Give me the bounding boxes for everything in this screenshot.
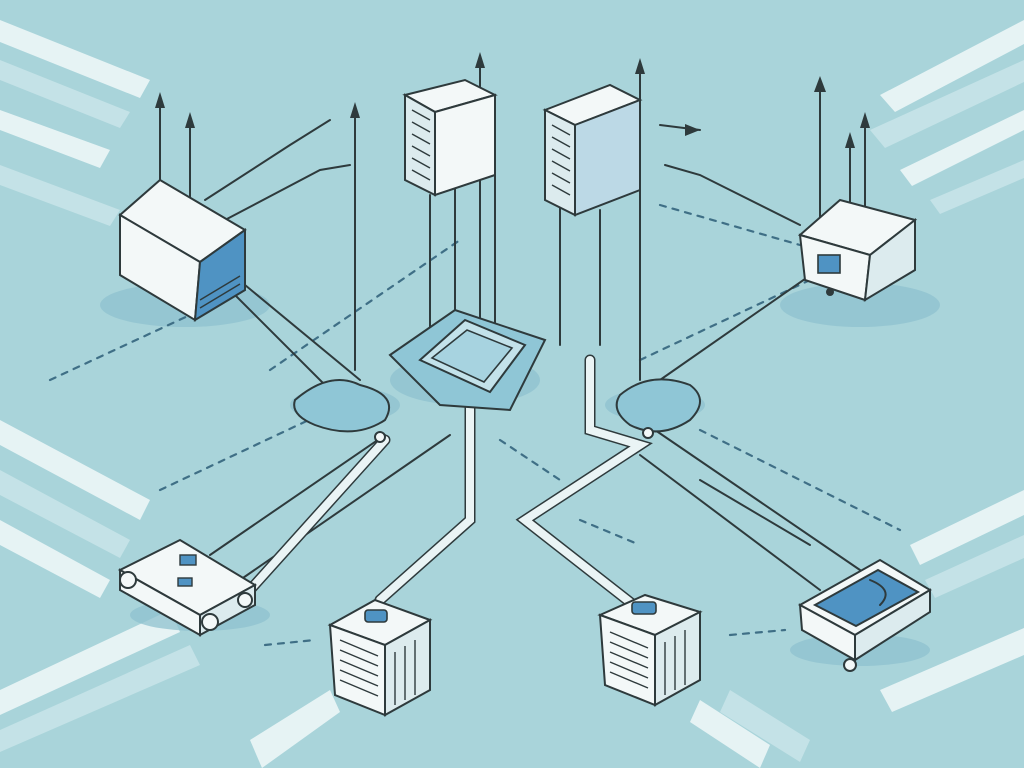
arrow-right-icon [685,124,700,136]
arrow-up-icon [475,52,485,68]
server-tower-left [402,78,498,197]
rack-switch-left [117,538,258,637]
cables [159,59,866,591]
arrow-up-icon [350,102,360,118]
router-cube-left [118,178,247,322]
decorative-stripes [0,20,1024,768]
server-box-left [327,598,433,717]
right-junction [615,378,701,439]
arrow-up-icon [860,112,870,128]
dashed-links [48,203,902,647]
arrow-up-icon [155,92,165,108]
arrow-up-icon [185,112,195,128]
central-hub [388,308,547,412]
arrow-up-icon [635,58,645,74]
server-tower-right [542,83,643,217]
arrow-tips [155,52,870,148]
left-junction [293,379,391,443]
arrow-up-icon [845,132,855,148]
pipes [244,354,653,616]
server-box-right [597,593,703,707]
router-box-right [797,558,932,672]
router-cube-right [797,198,918,302]
arrow-up-icon [814,76,826,92]
